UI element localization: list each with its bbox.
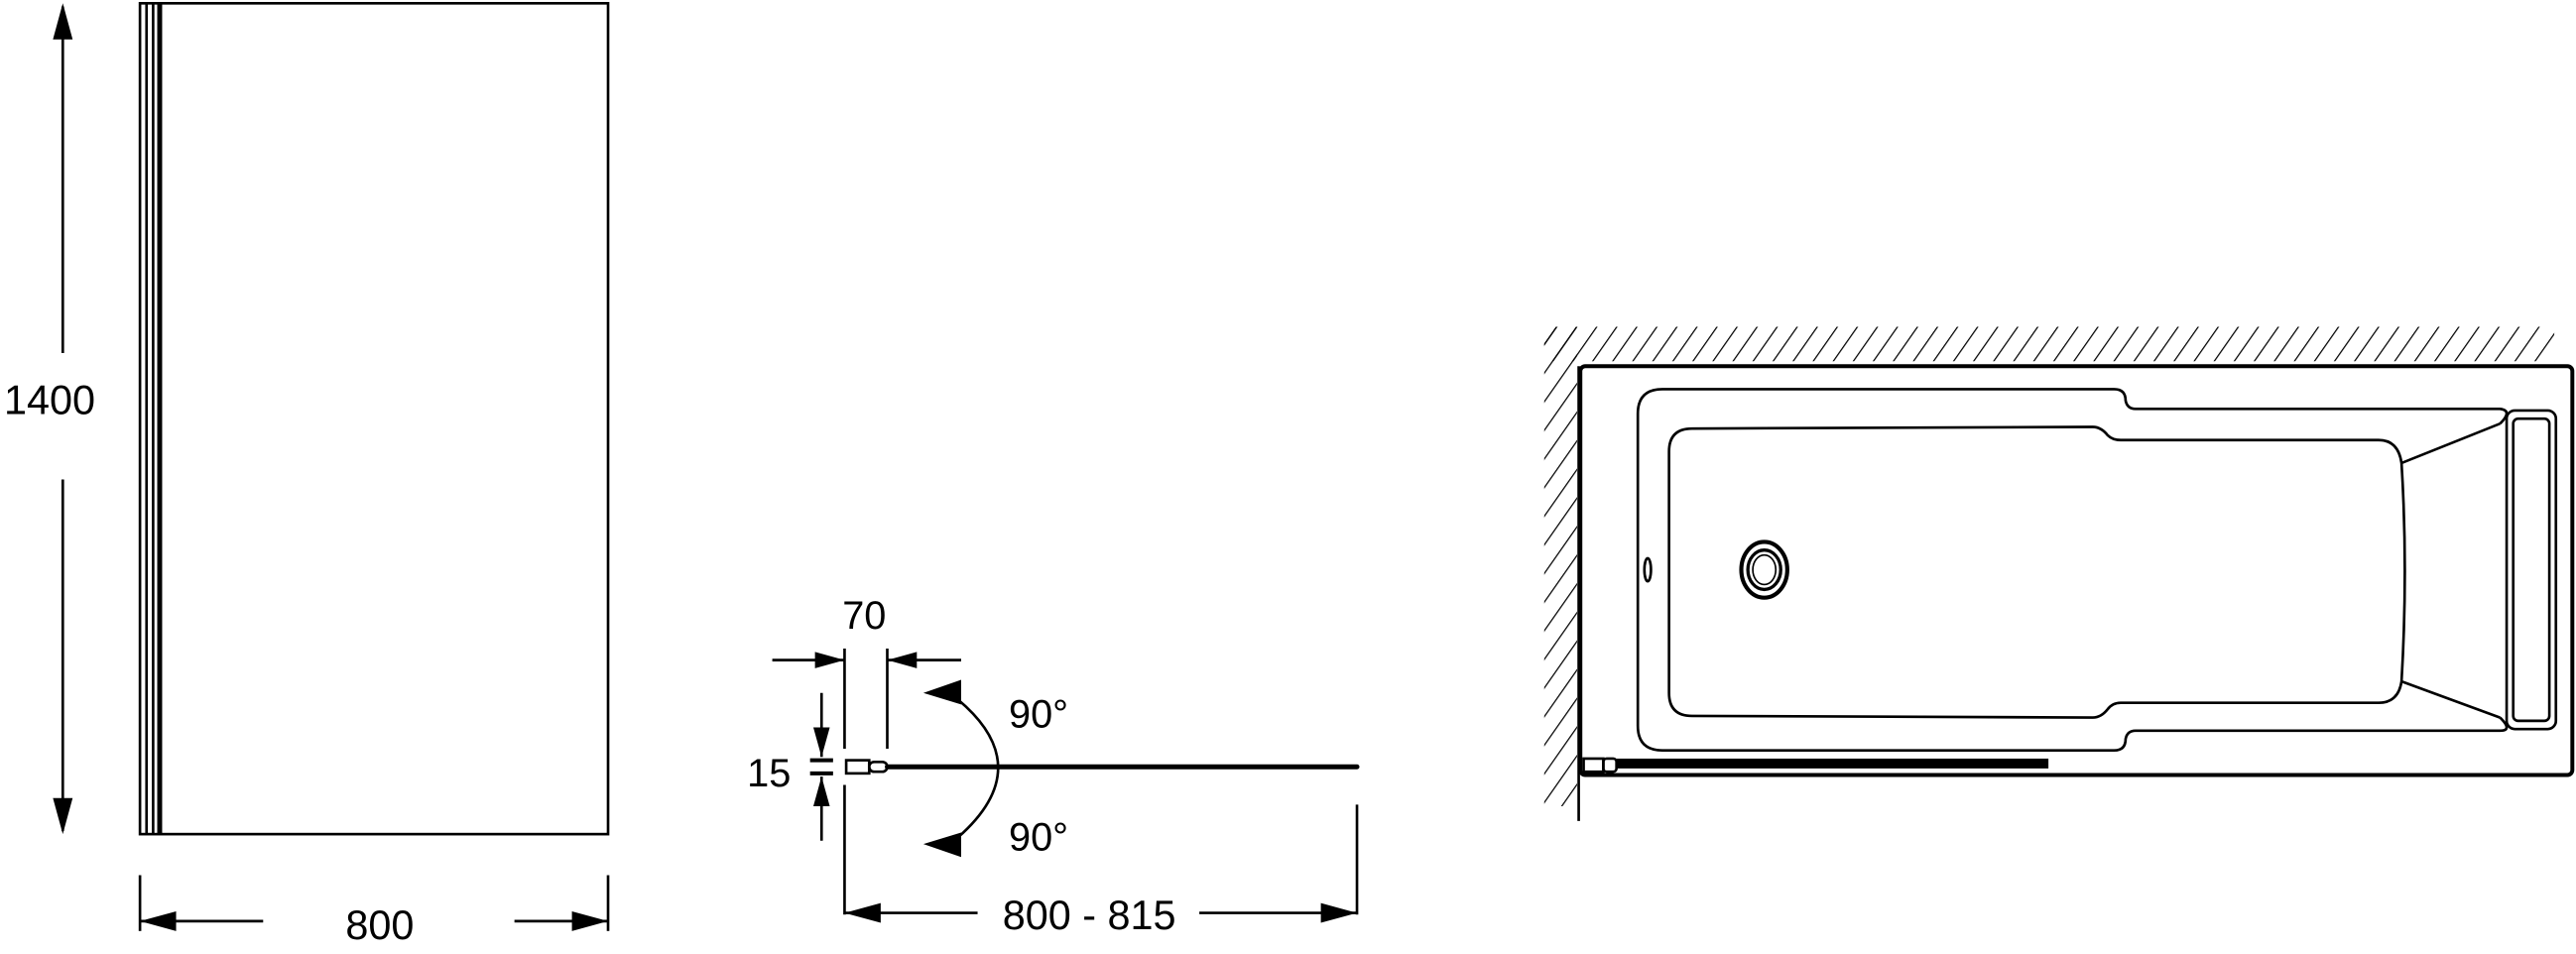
plan-glass-panel xyxy=(1616,758,2049,769)
height-dimension: 1400 xyxy=(4,3,95,835)
plan-hinge xyxy=(1582,757,1605,774)
swing-arc: 90° 90° xyxy=(922,679,1068,860)
overflow-icon xyxy=(1643,556,1653,583)
hinge-profile xyxy=(844,759,871,775)
height-label: 1400 xyxy=(4,377,95,422)
thickness-dimension: 15 xyxy=(747,692,833,841)
bathtub-basin xyxy=(1667,425,2406,719)
width-dimension: 800 xyxy=(138,875,610,948)
wall-hatch-top xyxy=(1543,326,2555,362)
profile-width-label: 70 xyxy=(842,594,886,638)
headrest xyxy=(2505,409,2558,731)
swing-in-label: 90° xyxy=(1009,693,1068,737)
screen-panel xyxy=(138,1,610,836)
span-dimension: 800 - 815 xyxy=(843,784,1359,938)
profile-width-dimension: 70 xyxy=(772,594,962,750)
bathtub-rim xyxy=(1636,388,2509,753)
bathtub-outline xyxy=(1578,364,2575,777)
front-view: 1400 800 xyxy=(4,1,610,948)
drain-icon xyxy=(1739,539,1789,600)
wall-hatch-left xyxy=(1543,326,1577,806)
thickness-label: 15 xyxy=(747,752,791,795)
hinge-connector xyxy=(867,760,889,774)
top-view: 70 15 90° 90° 800 - 815 xyxy=(747,594,1360,938)
width-label: 800 xyxy=(345,902,414,948)
span-label: 800 - 815 xyxy=(1003,893,1176,938)
swing-out-label: 90° xyxy=(1009,816,1068,860)
plan-view xyxy=(1543,326,2575,821)
